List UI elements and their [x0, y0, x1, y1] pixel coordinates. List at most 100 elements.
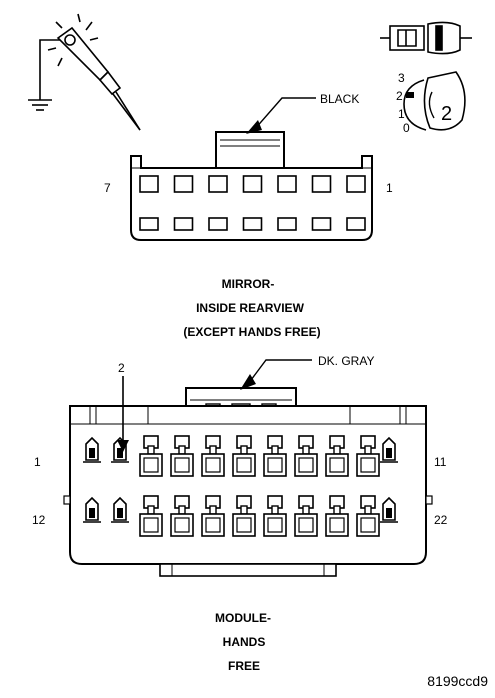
- color-leader-line: [253, 97, 316, 131]
- connector-side-view-icon: [380, 21, 472, 55]
- cavity-slot: [139, 217, 159, 231]
- large-cavity: [201, 435, 225, 477]
- cavity-inner: [236, 517, 252, 533]
- cavity-stem: [209, 505, 217, 515]
- gauge-position-1: 1: [398, 107, 405, 121]
- leader-arrowhead: [240, 374, 256, 390]
- cavity-stem: [333, 505, 341, 515]
- gauge-position-3: 3: [398, 71, 405, 85]
- cavity-stem: [302, 505, 310, 515]
- figure-code: 8199ccd9: [427, 673, 488, 689]
- large-cavity: [170, 435, 194, 477]
- connector-flange: [159, 563, 337, 577]
- cavity-stem: [364, 505, 372, 515]
- cavity-slot: [242, 217, 263, 231]
- terminal-position-gauge-icon: 3 2 1 0 2: [396, 71, 466, 135]
- test-light-probe-icon: [28, 13, 141, 131]
- cavity-stem: [178, 445, 186, 455]
- cavity-stem: [178, 505, 186, 515]
- connector-color-label: BLACK: [320, 92, 359, 106]
- cavity: [139, 175, 159, 193]
- large-cavity: [232, 435, 256, 477]
- cavity-terminal: [117, 508, 123, 518]
- cavity-inner: [298, 517, 314, 533]
- small-cavity: [380, 496, 398, 523]
- caption-line-1: MIRROR-: [222, 277, 275, 291]
- cavity-slot: [346, 217, 366, 231]
- leader-arrowhead: [246, 120, 262, 134]
- large-cavity: [170, 495, 194, 537]
- cavity-inner: [360, 457, 376, 473]
- connector-color-label: DK. GRAY: [318, 354, 374, 368]
- large-cavity: [325, 495, 349, 537]
- callout-arrowhead: [117, 440, 129, 452]
- pin-number-left: 7: [104, 181, 111, 195]
- gauge-selected-number: 2: [441, 103, 452, 125]
- hands-free-module-connector: DK. GRAY 2 1 11 12 22: [32, 354, 448, 577]
- cavity-inner: [143, 517, 159, 533]
- cavity-grid: [83, 435, 398, 537]
- cavity-terminal: [89, 508, 95, 518]
- cavity: [311, 175, 332, 193]
- small-cavity: [83, 496, 101, 523]
- pin-number-bottom-right: 22: [434, 513, 448, 527]
- cavity: [242, 175, 263, 193]
- large-cavity: [201, 495, 225, 537]
- cavity-stem: [240, 445, 248, 455]
- cavity-inner: [298, 457, 314, 473]
- cavity: [346, 175, 366, 193]
- cavity-slot: [311, 217, 332, 231]
- cavity-inner: [143, 457, 159, 473]
- pin-number-top-right: 11: [434, 455, 447, 469]
- cavity-inner: [329, 517, 345, 533]
- small-cavity: [83, 436, 101, 463]
- cavity-row-upper: [139, 175, 366, 193]
- cavity-inner: [205, 517, 221, 533]
- small-cavity: [111, 496, 129, 523]
- pin-number-bottom-left: 12: [32, 513, 46, 527]
- large-cavity: [356, 495, 380, 537]
- pin-number-top-left: 1: [34, 455, 41, 469]
- large-cavity: [263, 495, 287, 537]
- cavity-inner: [205, 457, 221, 473]
- cavity-stem: [271, 445, 279, 455]
- cavity-inner: [267, 457, 283, 473]
- mirror-connector: BLACK 7 1: [104, 92, 393, 241]
- large-cavity: [139, 495, 163, 537]
- caption-line-2: HANDS: [223, 635, 266, 649]
- cavity-stem: [364, 445, 372, 455]
- cavity-inner: [329, 457, 345, 473]
- cavity-inner: [174, 457, 190, 473]
- cavity-slot: [173, 217, 194, 231]
- gauge-position-0: 0: [403, 121, 410, 135]
- cavity: [277, 175, 297, 193]
- cavity-stem: [302, 445, 310, 455]
- caption-line-3: FREE: [228, 659, 260, 673]
- large-cavity: [139, 435, 163, 477]
- small-cavity: [380, 436, 398, 463]
- color-leader-line: [247, 359, 312, 385]
- cavity-terminal: [117, 448, 123, 458]
- large-cavity: [263, 435, 287, 477]
- large-cavity: [294, 435, 318, 477]
- callout-number: 2: [118, 361, 125, 375]
- cavity-slot: [208, 217, 228, 231]
- cavity-terminal: [386, 448, 392, 458]
- cavity-terminal: [89, 448, 95, 458]
- connector-latch: [215, 131, 285, 169]
- cavity-stem: [147, 445, 155, 455]
- gauge-position-2: 2: [396, 89, 403, 103]
- cavity-stem: [147, 505, 155, 515]
- cavity-inner: [360, 517, 376, 533]
- cavity-stem: [333, 445, 341, 455]
- large-cavity: [325, 435, 349, 477]
- cavity-slot: [277, 217, 297, 231]
- cavity-terminal: [386, 508, 392, 518]
- cavity-row-lower: [139, 217, 366, 231]
- cavity-stem: [240, 505, 248, 515]
- large-cavity: [356, 435, 380, 477]
- large-cavity: [232, 495, 256, 537]
- cavity-stem: [271, 505, 279, 515]
